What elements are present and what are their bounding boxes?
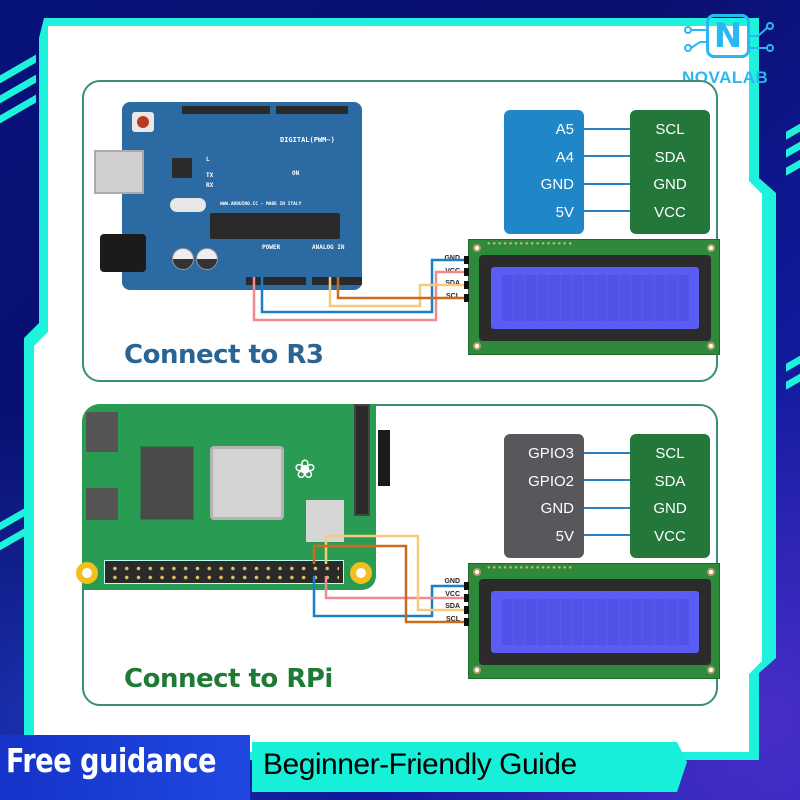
- pin-label: GND: [540, 176, 574, 193]
- crystal: [170, 198, 206, 212]
- r3-module-pin-box: SCL SDA GND VCC: [630, 110, 710, 234]
- mount-hole: [707, 244, 715, 252]
- pin-mapping-line: [584, 452, 630, 454]
- capacitor: [196, 248, 218, 270]
- pin-label: GND: [653, 176, 687, 193]
- lcd-pin-label: VCC: [445, 267, 460, 275]
- mount-hole: [350, 562, 372, 584]
- pin-mapping-line: [584, 507, 630, 509]
- circuit-n-icon: N: [706, 14, 750, 58]
- pin-mapping-line: [584, 479, 630, 481]
- led-rx-label: RX: [206, 182, 214, 189]
- atmega-chip: [210, 213, 340, 239]
- pin-label: A4: [555, 148, 574, 166]
- lcd-char-grid: [501, 275, 689, 321]
- pin-label: VCC: [654, 527, 686, 545]
- made-in-label: WWW.ARDUINO.CC - MADE IN ITALY: [220, 202, 302, 207]
- chip: [86, 488, 118, 520]
- raspberry-logo-icon: ❀: [294, 454, 316, 484]
- lcd-pin-label: GND: [444, 255, 460, 262]
- mount-hole: [473, 244, 481, 252]
- power-header: [246, 277, 306, 285]
- rpi-board-pin-box: GPIO3 GPIO2 GND 5V: [504, 434, 584, 558]
- rpi-lcd-pin-labels: GND VCC SDA SCL: [430, 576, 460, 626]
- circuit-traces-icon: [684, 22, 774, 52]
- lcd-screen: [491, 267, 699, 329]
- pin-label: SDA: [654, 148, 686, 166]
- chip: [86, 412, 118, 452]
- pin-mapping-line: [584, 155, 630, 157]
- lcd-header-pins: ●●●●●●●●●●●●●●●●: [487, 241, 574, 247]
- pin-mapping-line: [584, 128, 630, 130]
- mount-hole: [707, 568, 715, 576]
- lcd-screen: [491, 591, 699, 653]
- mount-hole: [473, 568, 481, 576]
- pin-label: SCL: [655, 121, 685, 138]
- raspberry-pi-board: ❀: [76, 404, 390, 590]
- lcd-char-grid: [501, 599, 689, 645]
- lcd-1602-module-rpi: ●●●●●●●●●●●●●●●●: [468, 563, 720, 679]
- pin-label: VCC: [654, 203, 686, 221]
- digital-header-left: [182, 106, 270, 114]
- soc-chip: [210, 446, 284, 520]
- pin-label: SCL: [655, 445, 685, 462]
- pin-label: A5: [555, 121, 574, 138]
- mount-hole: [473, 666, 481, 674]
- pin-mapping-line: [584, 210, 630, 212]
- pin-label: SDA: [654, 472, 686, 490]
- section-title-r3: Connect to R3: [124, 340, 324, 370]
- usb-controller-chip: [172, 158, 192, 178]
- lcd-pin-label: SCL: [446, 292, 460, 300]
- lcd-pin-label: SDA: [445, 280, 460, 287]
- power-jack: [100, 234, 146, 272]
- mount-hole: [707, 342, 715, 350]
- reset-button: [132, 112, 154, 132]
- lcd-pin-label: GND: [444, 578, 460, 585]
- usb-port: [94, 150, 144, 194]
- pin-label: GND: [653, 500, 687, 517]
- lcd-1602-module-r3: ●●●●●●●●●●●●●●●●: [468, 239, 720, 355]
- camera-connector: [378, 430, 390, 486]
- led-l-label: L: [206, 156, 210, 163]
- ram-chip: [140, 446, 194, 520]
- led-on-label: ON: [292, 170, 300, 177]
- lcd-header-pins: ●●●●●●●●●●●●●●●●: [487, 565, 574, 571]
- led-tx-label: TX: [206, 172, 214, 179]
- pin-label: GPIO2: [528, 472, 574, 490]
- r3-lcd-pin-labels: GND VCC SDA SCL: [430, 253, 460, 303]
- pin-label: 5V: [555, 527, 574, 545]
- arduino-uno-board: DIGITAL(PWM~) WWW.ARDUINO.CC - MADE IN I…: [94, 102, 362, 290]
- pin-mapping-line: [584, 534, 630, 536]
- power-label: POWER: [262, 244, 281, 251]
- mount-hole: [473, 342, 481, 350]
- pin-mapping-line: [584, 183, 630, 185]
- banner-left-bg: [0, 735, 250, 800]
- lcd-pin-label: SCL: [446, 615, 460, 623]
- pin-label: GND: [540, 500, 574, 517]
- mount-hole: [76, 562, 98, 584]
- wifi-module: [306, 500, 344, 542]
- display-connector: [354, 404, 370, 516]
- beginner-guide-label: Beginner-Friendly Guide: [263, 748, 577, 781]
- lcd-pin-label: VCC: [445, 590, 460, 598]
- pin-label: 5V: [555, 203, 574, 221]
- r3-board-pin-box: A5 A4 GND 5V: [504, 110, 584, 234]
- digital-header-right: [276, 106, 348, 114]
- mount-hole: [707, 666, 715, 674]
- section-title-rpi: Connect to RPi: [124, 664, 333, 694]
- analog-header: [312, 277, 362, 285]
- free-guidance-label: Free guidance: [6, 741, 217, 780]
- novalab-logo: N NOVALAB: [678, 8, 798, 94]
- capacitor: [172, 248, 194, 270]
- gpio-pins: [109, 564, 339, 580]
- gpio-header: [104, 560, 344, 584]
- rpi-module-pin-box: SCL SDA GND VCC: [630, 434, 710, 558]
- analog-label: ANALOG IN: [312, 244, 345, 251]
- banner-right-bg: [252, 742, 687, 792]
- digital-label: DIGITAL(PWM~): [280, 136, 335, 144]
- pin-label: GPIO3: [528, 445, 574, 462]
- lcd-pin-label: SDA: [445, 603, 460, 610]
